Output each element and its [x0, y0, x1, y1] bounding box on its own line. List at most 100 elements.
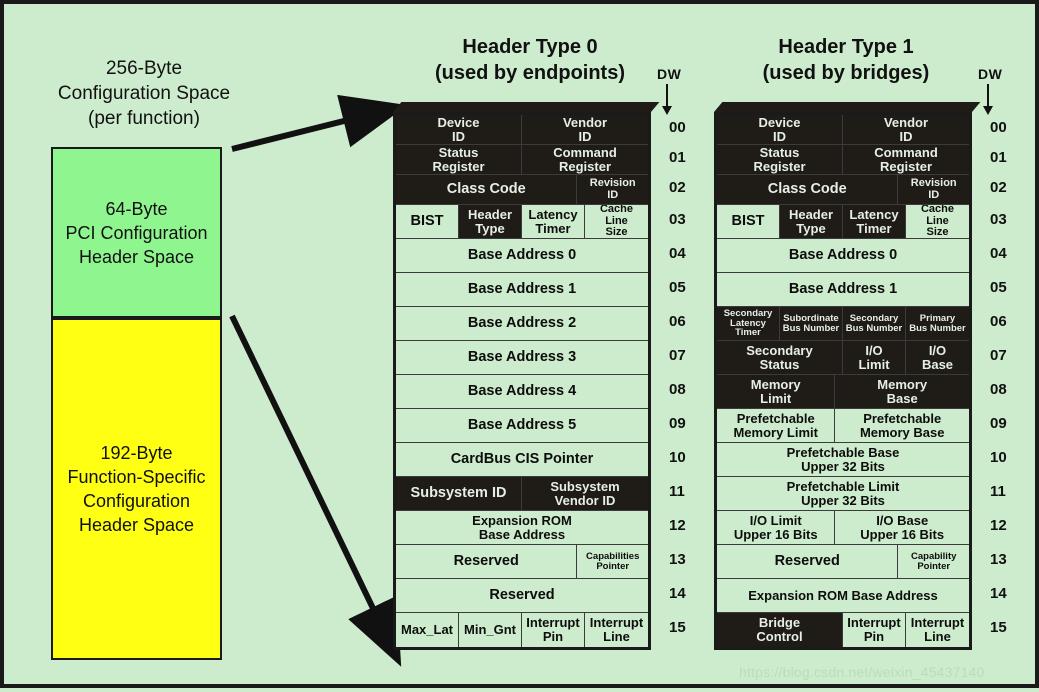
- green-label-line-2: PCI Configuration: [65, 222, 208, 243]
- register-field-label: Expansion ROM Base Address: [748, 587, 938, 603]
- table-extrude-top: [714, 102, 981, 112]
- register-field: Base Address 2: [396, 307, 648, 340]
- dw-number: 02: [990, 178, 1007, 196]
- register-field: Base Address 0: [396, 239, 648, 272]
- register-row-06: Base Address 2: [396, 307, 648, 341]
- dw-number: 11: [669, 482, 685, 500]
- dw-number: 03: [990, 210, 1007, 228]
- register-row-14: Expansion ROM Base Address: [717, 579, 969, 613]
- green-label-line-1: 64-Byte: [105, 198, 168, 219]
- register-field-label: Base Address 3: [467, 348, 577, 365]
- register-row-05: Base Address 1: [717, 273, 969, 307]
- register-field-label: Reserved: [774, 552, 840, 569]
- register-field: BIST: [396, 205, 459, 238]
- dw-number: 12: [990, 516, 1007, 534]
- dw-number: 11: [990, 482, 1006, 500]
- title-line-2: (used by bridges): [762, 62, 930, 84]
- register-field-label: Subsystem ID: [410, 484, 507, 501]
- dw-arrow-icon-type0: [662, 84, 672, 115]
- register-row-04: Base Address 0: [396, 239, 648, 273]
- dw-number: 10: [669, 448, 686, 466]
- yellow-label-line-1: 192-Byte: [100, 443, 173, 463]
- dw-number: 06: [669, 312, 686, 330]
- register-row-09: Base Address 5: [396, 409, 648, 443]
- register-field: Reserved: [396, 545, 578, 578]
- table-extrude-top: [393, 102, 660, 112]
- dw-number: 00: [669, 118, 686, 136]
- caption-line-2: Configuration Space: [57, 83, 231, 104]
- register-field: Class Code: [396, 175, 578, 204]
- register-field: Base Address 1: [396, 273, 648, 306]
- title-line-1: Header Type 0: [462, 36, 598, 58]
- register-row-10: CardBus CIS Pointer: [396, 443, 648, 477]
- register-field-label: Base Address 2: [467, 314, 577, 331]
- register-field-label: Base Address 5: [467, 416, 577, 433]
- register-field-label: Max_Lat: [400, 622, 454, 638]
- register-field: Reserved: [717, 545, 899, 578]
- register-field-label: Reserved: [453, 552, 519, 569]
- register-field: Class Code: [717, 175, 899, 204]
- register-field-label: Min_Gnt: [464, 622, 516, 638]
- register-field: Base Address 1: [717, 273, 969, 306]
- register-field: Base Address 4: [396, 375, 648, 408]
- register-field-label: Class Code: [767, 180, 847, 197]
- dw-number: 08: [990, 380, 1007, 398]
- dw-number: 04: [990, 244, 1007, 262]
- dw-number: 03: [669, 210, 686, 228]
- dw-label-type1: DW: [978, 66, 1003, 82]
- register-field: CardBus CIS Pointer: [396, 443, 648, 476]
